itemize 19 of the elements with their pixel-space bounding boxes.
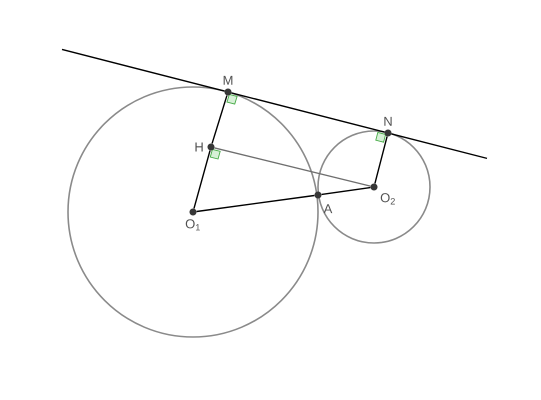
node-label: H	[195, 142, 203, 152]
segment	[193, 150, 211, 209]
point: O$_{1}$	[186, 208, 200, 230]
node-label: O$_{1}$	[186, 219, 200, 230]
node-label: A	[324, 204, 332, 214]
point: O$_{2}$	[370, 184, 395, 204]
tangent-segment	[231, 92, 385, 133]
segment	[214, 147, 371, 187]
segment	[374, 136, 388, 184]
segment	[322, 186, 370, 196]
point: A	[314, 192, 332, 214]
point: N	[384, 116, 392, 136]
segment	[211, 95, 228, 144]
node-label: N	[384, 116, 392, 126]
node-label: O$_{2}$	[380, 193, 395, 204]
segment	[196, 194, 314, 212]
node-label: M	[224, 76, 232, 85]
point: M	[224, 76, 232, 96]
point: H	[195, 142, 214, 152]
